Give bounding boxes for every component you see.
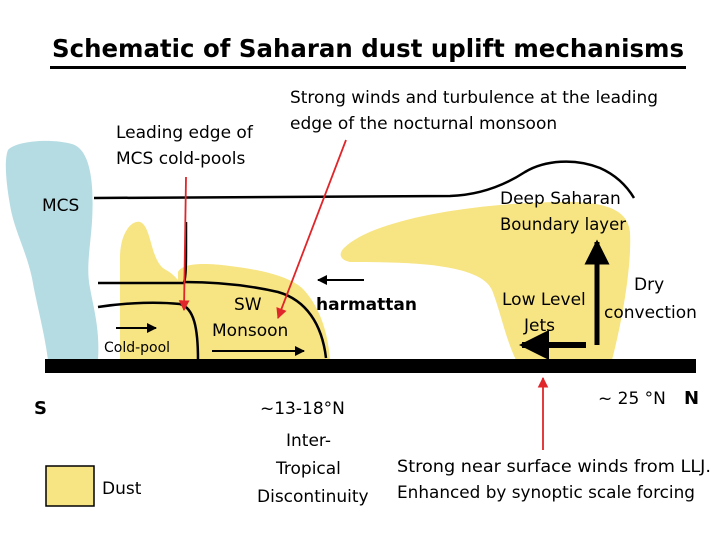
llj-winds-label-line2: Enhanced by synoptic scale forcing [397, 483, 695, 503]
legend-dust-label: Dust [102, 479, 142, 499]
sw-monsoon-label-line1: SW [234, 295, 262, 315]
harmattan-label: harmattan [316, 295, 417, 315]
ground-surface [45, 359, 696, 373]
dry-convection-label-line1: Dry [634, 275, 664, 295]
title-underline [50, 66, 686, 69]
legend-dust-swatch [46, 466, 94, 506]
south-label: S [34, 398, 47, 419]
latitude-25n-label: ~ 25 °N [598, 389, 666, 409]
mcs-cloud [6, 141, 99, 360]
diagram-title: Schematic of Saharan dust uplift mechani… [52, 34, 684, 63]
deep-saharan-label-line1: Deep Saharan [500, 189, 621, 209]
monsoon-edge-pointer-arrow [278, 140, 346, 318]
itd-label-line2: Tropical [275, 459, 341, 479]
itd-latitude-label: ~13-18°N [260, 399, 345, 419]
sw-monsoon-label-line2: Monsoon [212, 321, 288, 341]
cold-pool-label: Cold-pool [104, 340, 170, 356]
deep-saharan-label-line2: Boundary layer [500, 215, 626, 235]
low-level-jets-label-line1: Low Level [502, 290, 586, 310]
low-level-jets-label-line2: Jets [523, 316, 555, 336]
itd-label-line1: Inter- [286, 431, 331, 451]
itd-label-line3: Discontinuity [257, 487, 369, 507]
llj-winds-label-line1: Strong near surface winds from LLJ. [397, 457, 711, 477]
mcs-label: MCS [42, 196, 79, 216]
leading-edge-label-line1: Leading edge of [116, 123, 254, 143]
dry-convection-label-line2: convection [604, 303, 697, 323]
north-label: N [684, 388, 699, 409]
strong-winds-label-line1: Strong winds and turbulence at the leadi… [290, 88, 658, 108]
strong-winds-label-line2: edge of the nocturnal monsoon [290, 114, 557, 134]
leading-edge-label-line2: MCS cold-pools [116, 149, 245, 169]
